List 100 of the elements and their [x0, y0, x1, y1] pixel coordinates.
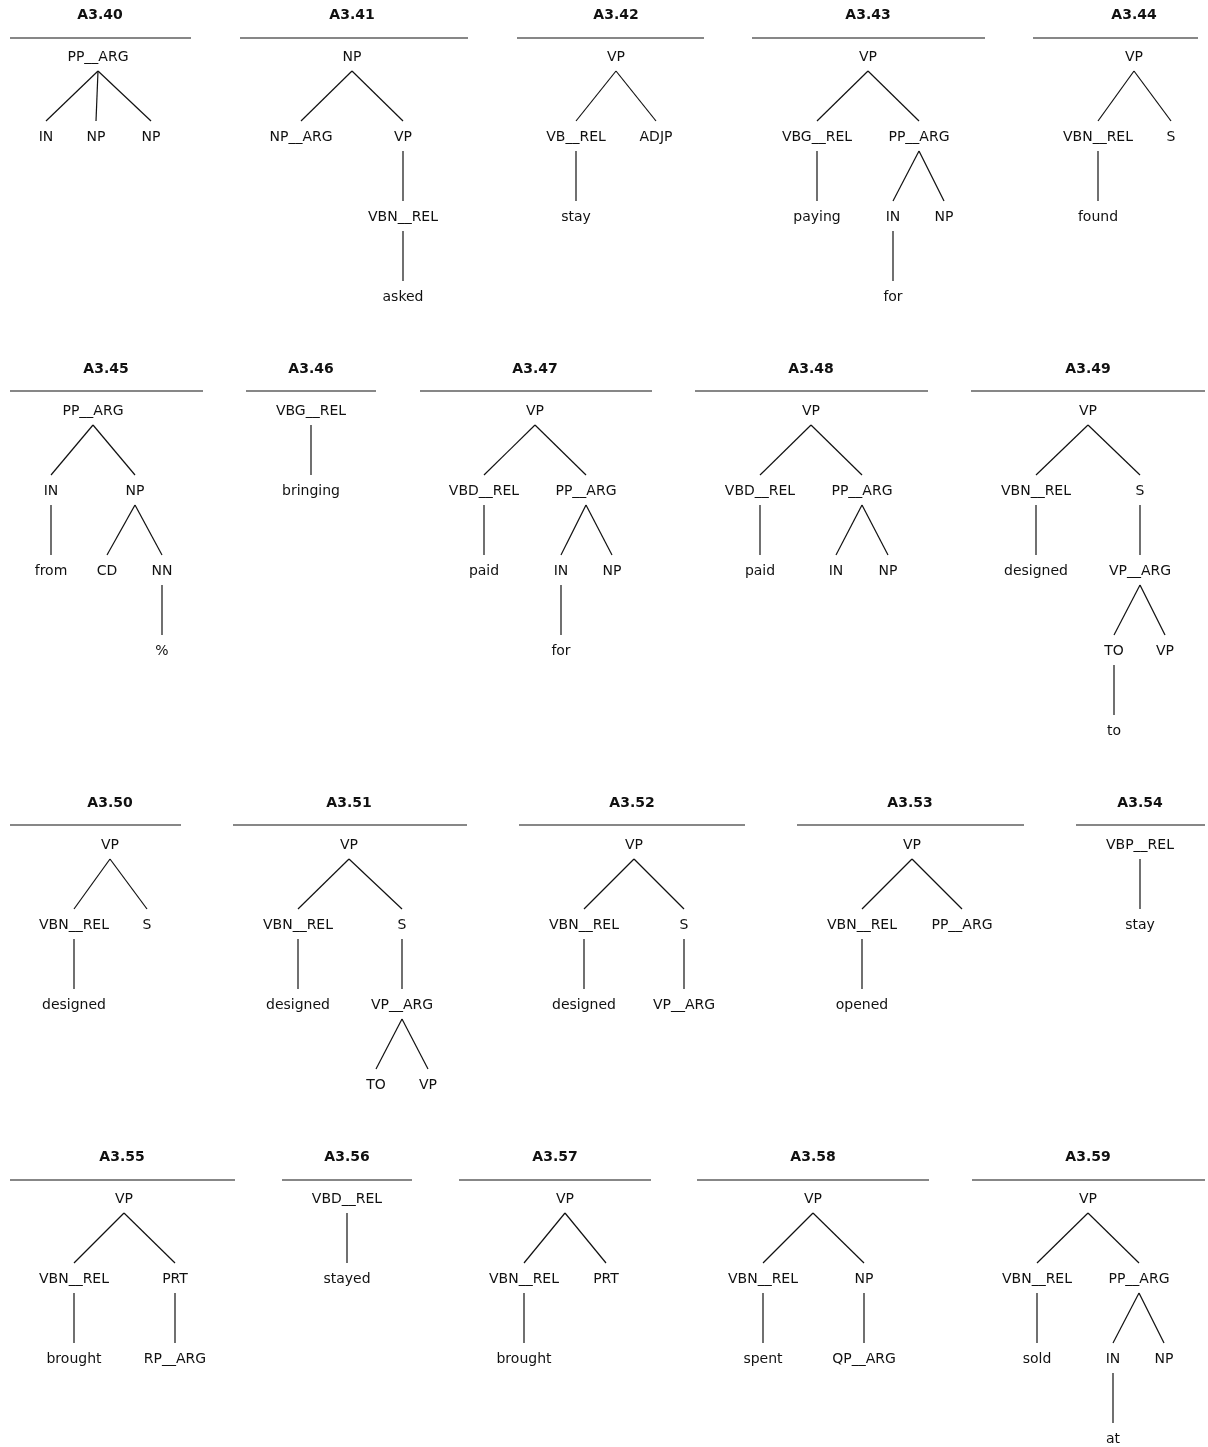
tree-node-label: NP: [1151, 1343, 1177, 1373]
tree-node-label: stay: [1122, 909, 1158, 939]
tree-branch-line: [348, 858, 403, 910]
tree-node-label: IN: [825, 555, 847, 585]
tree-branch-line: [683, 938, 685, 990]
tree-node-label: VBN__REL: [1060, 121, 1136, 151]
tree-node-label: stayed: [320, 1263, 374, 1293]
tree-node-label: NN: [148, 555, 176, 585]
tree-branch-line: [633, 858, 685, 910]
tree-branch-line: [95, 70, 99, 122]
tree-branch-line: [483, 504, 485, 556]
tree-node-label: NP: [339, 41, 365, 71]
tree-node-label: IN: [1102, 1343, 1124, 1373]
tree-node-label: sold: [1019, 1343, 1055, 1373]
tree-branch-line: [759, 424, 812, 476]
tree-title: A3.54: [1117, 794, 1163, 810]
tree-node-label: ADJP: [636, 121, 676, 151]
tree-branch-line: [1133, 70, 1172, 122]
tree-node-label: PP__ARG: [64, 41, 132, 71]
tree-branch-line: [835, 504, 863, 556]
tree-node-label: VBG__REL: [272, 395, 350, 425]
tree-node-label: VBD__REL: [721, 475, 799, 505]
tree-title: A3.40: [77, 6, 123, 22]
tree-title: A3.57: [532, 1148, 578, 1164]
tree-branch-line: [1097, 70, 1135, 122]
tree-branch-line: [123, 1212, 176, 1264]
tree-branch-line: [106, 504, 136, 556]
tree-node-label: PP__ARG: [885, 121, 953, 151]
tree-node-label: stay: [558, 201, 594, 231]
tree-node-label: PP__ARG: [1105, 1263, 1173, 1293]
tree-node-label: designed: [263, 989, 333, 1019]
tree-node-label: VP: [112, 1183, 136, 1213]
tree-node-label: VBG__REL: [778, 121, 856, 151]
tree-branch-line: [483, 424, 536, 476]
tree-node-label: at: [1102, 1423, 1124, 1447]
tree-branch-line: [812, 1212, 865, 1264]
tree-title: A3.55: [99, 1148, 145, 1164]
tree-branch-line: [564, 1212, 607, 1264]
tree-title: A3.49: [1065, 360, 1111, 376]
tree-node-label: VBN__REL: [260, 909, 336, 939]
tree-node-label: VP: [1076, 395, 1100, 425]
tree-node-label: VP: [799, 395, 823, 425]
tree-node-label: S: [139, 909, 155, 939]
tree-title: A3.43: [845, 6, 891, 22]
tree-node-label: VP: [1153, 635, 1177, 665]
tree-node-label: VBN__REL: [546, 909, 622, 939]
tree-branch-line: [310, 424, 312, 476]
tree-title: A3.50: [87, 794, 133, 810]
tree-branch-line: [1113, 584, 1141, 636]
tree-branch-line: [861, 938, 863, 990]
tree-node-label: VBN__REL: [365, 201, 441, 231]
tree-node-label: NP: [138, 121, 164, 151]
tree-node-label: for: [880, 281, 906, 311]
tree-branch-line: [1139, 858, 1141, 910]
tree-node-label: VP__ARG: [1105, 555, 1175, 585]
tree-branch-line: [161, 584, 163, 636]
tree-branch-line: [762, 1292, 764, 1344]
tree-title: A3.48: [788, 360, 834, 376]
tree-node-label: asked: [379, 281, 427, 311]
tree-node-label: VP: [801, 1183, 825, 1213]
tree-node-label: from: [31, 555, 71, 585]
tree-branch-line: [1035, 424, 1089, 476]
tree-branch-line: [73, 1292, 75, 1344]
tree-node-label: VP: [391, 121, 415, 151]
tree-node-label: NP__ARG: [266, 121, 336, 151]
tree-node-label: VBN__REL: [725, 1263, 801, 1293]
tree-branch-line: [816, 70, 869, 122]
tree-branch-line: [50, 424, 94, 476]
tree-node-label: VP: [900, 829, 924, 859]
tree-node-label: PP__ARG: [59, 395, 127, 425]
tree-node-label: designed: [549, 989, 619, 1019]
tree-branch-line: [560, 584, 562, 636]
tree-node-label: found: [1074, 201, 1122, 231]
tree-branch-line: [534, 424, 587, 476]
tree-node-label: PP__ARG: [828, 475, 896, 505]
tree-node-label: brought: [493, 1343, 555, 1373]
tree-node-label: spent: [740, 1343, 786, 1373]
tree-branch-line: [50, 504, 52, 556]
tree-node-label: VP: [1122, 41, 1146, 71]
tree-branch-line: [523, 1292, 525, 1344]
tree-branch-line: [1035, 504, 1037, 556]
tree-branch-line: [375, 1018, 403, 1070]
tree-branch-line: [73, 938, 75, 990]
tree-node-label: IN: [882, 201, 904, 231]
tree-title: A3.41: [329, 6, 375, 22]
tree-branch-line: [583, 938, 585, 990]
tree-title: A3.42: [593, 6, 639, 22]
tree-branch-line: [401, 938, 403, 990]
tree-branch-line: [1139, 584, 1166, 636]
tree-branch-line: [1112, 1372, 1114, 1424]
tree-branch-line: [1036, 1212, 1089, 1264]
tree-branch-line: [585, 504, 613, 556]
tree-node-label: paid: [465, 555, 503, 585]
tree-node-label: paid: [741, 555, 779, 585]
tree-node-label: designed: [1001, 555, 1071, 585]
tree-node-label: TO: [363, 1069, 389, 1099]
tree-branch-line: [402, 230, 404, 282]
tree-node-label: VP: [604, 41, 628, 71]
tree-node-label: VP__ARG: [367, 989, 437, 1019]
tree-branch-line: [560, 504, 587, 556]
